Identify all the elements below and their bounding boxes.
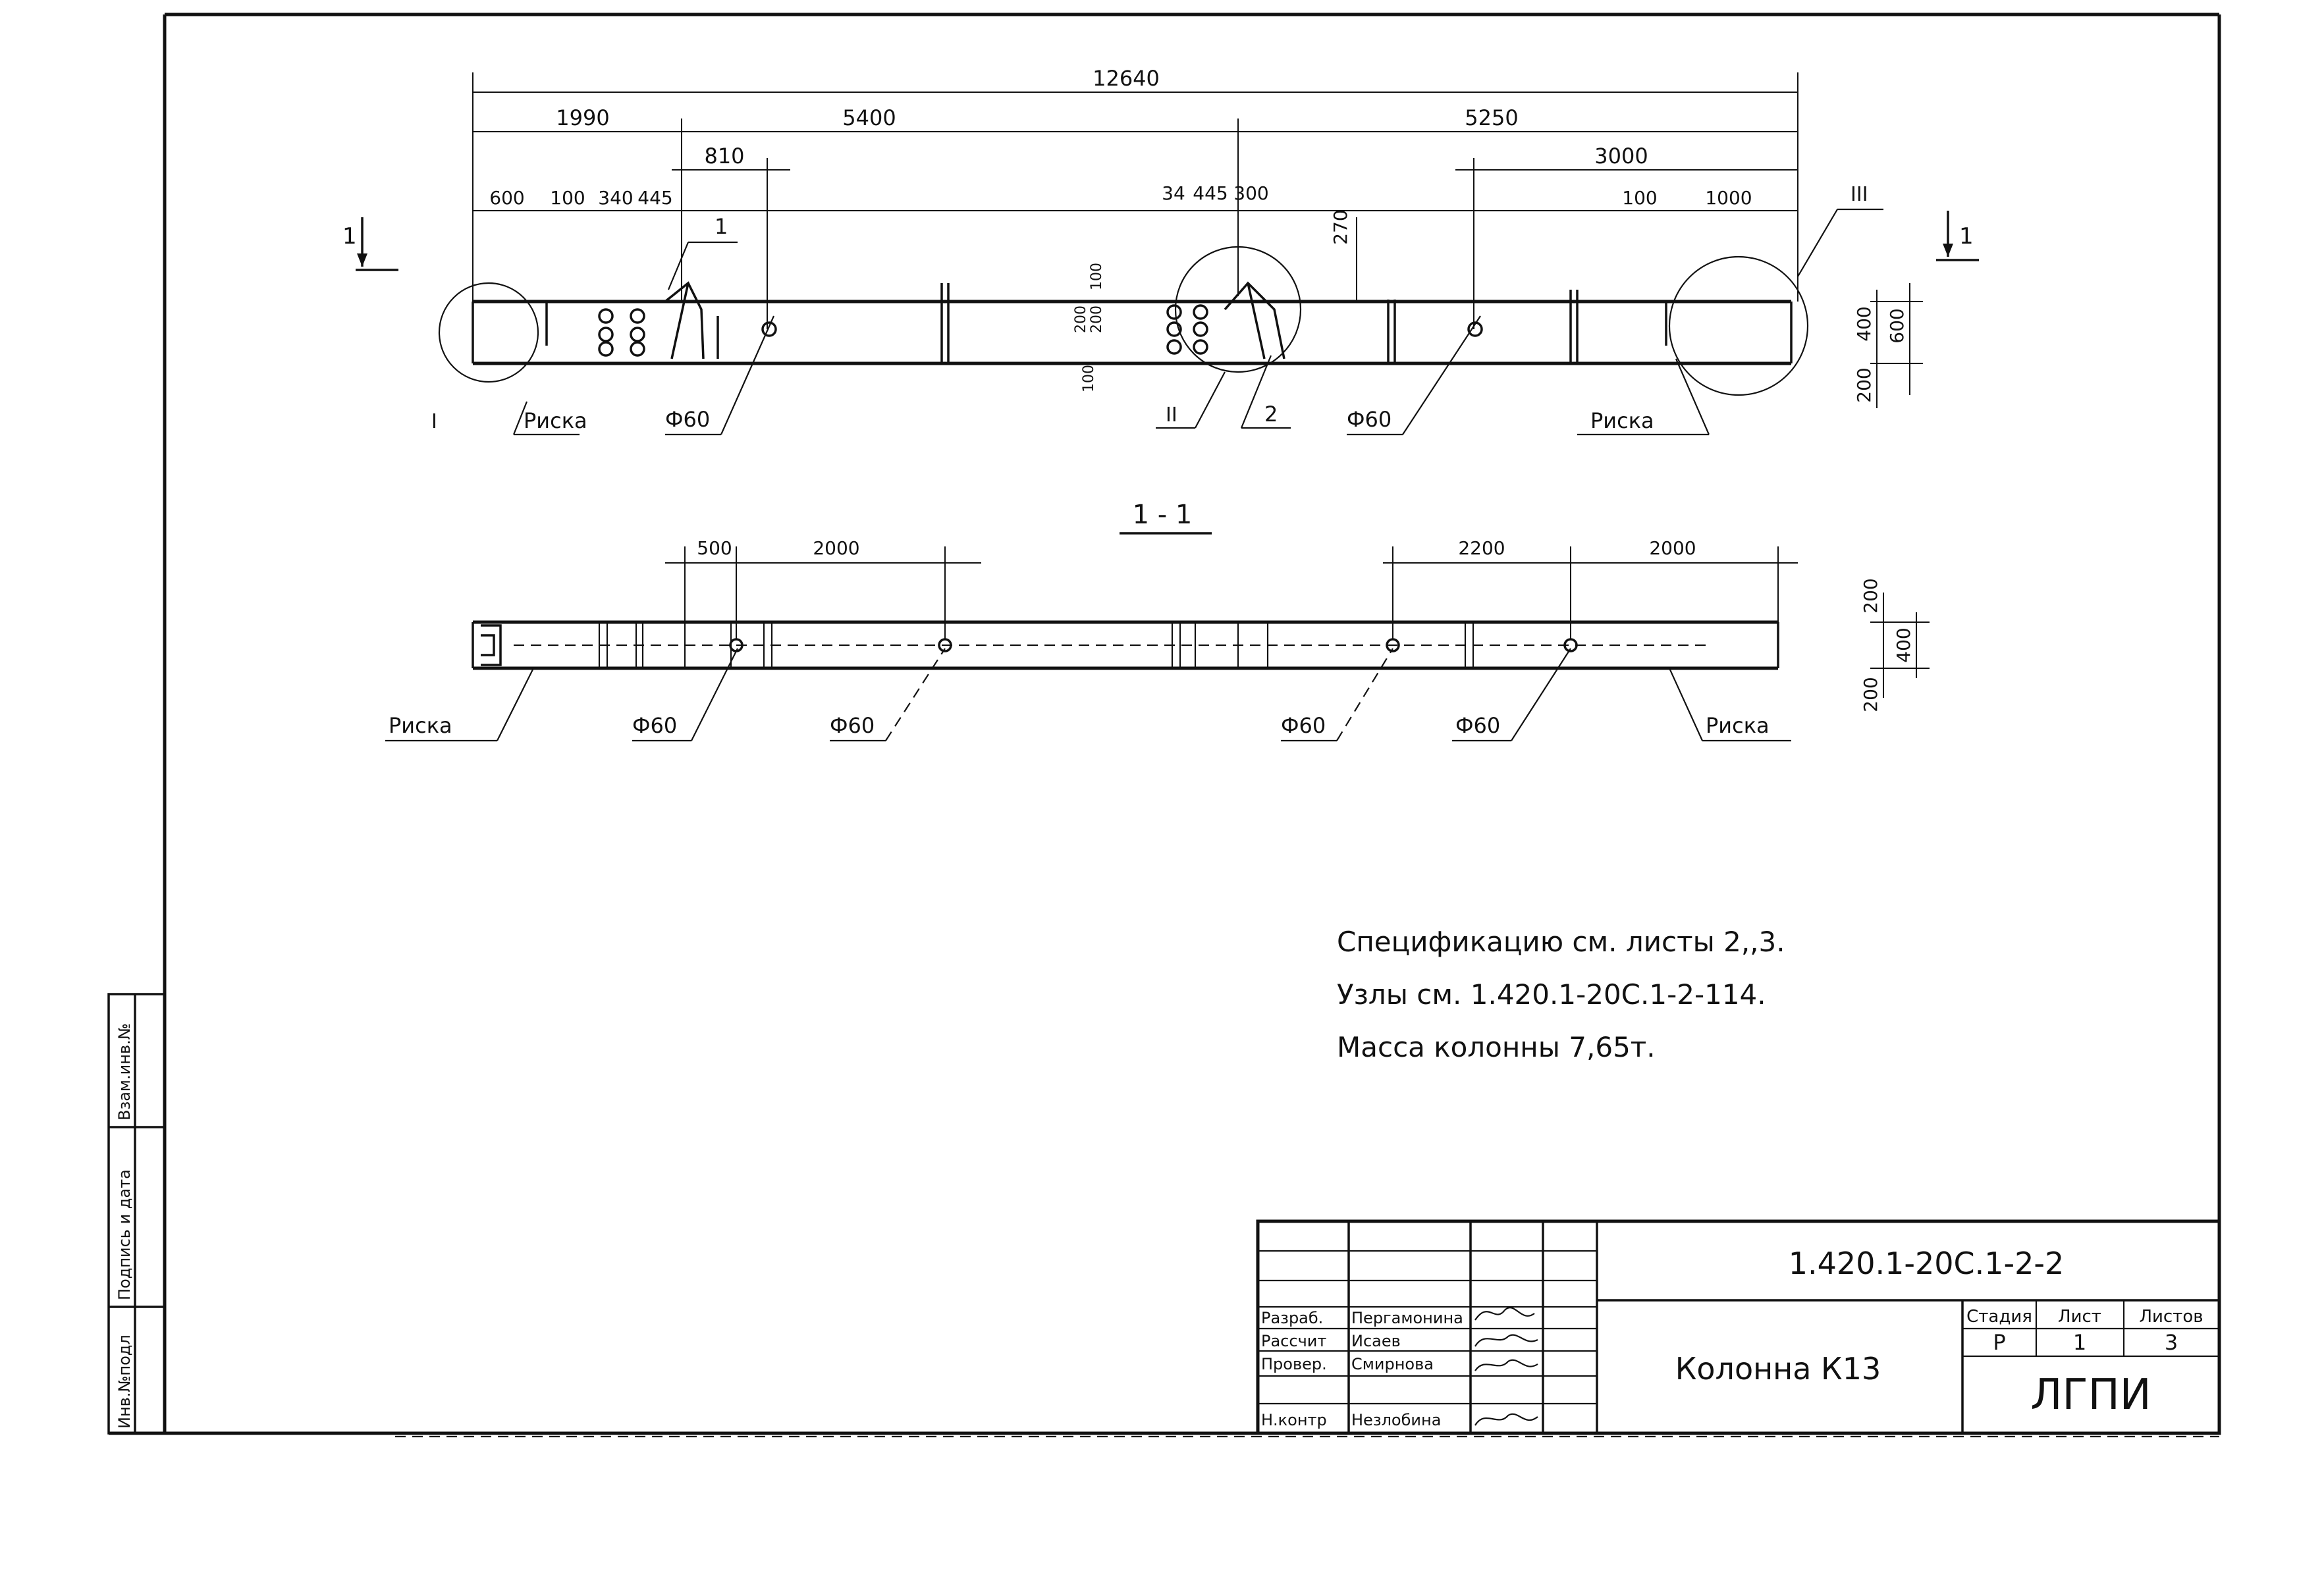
plan-dim-12640: 12640 [1093,66,1160,91]
section-mark-right: 1 [1936,211,1979,261]
section-mark-left: 1 [342,217,398,271]
role-checked: Провер. [1261,1355,1327,1373]
plan-dim-v-200-b: 200 [1089,305,1105,333]
section-leaders: Риска Риска Ф60 Ф60 Ф60 Ф60 [385,648,1791,742]
section-dim-2000-left: 2000 [813,537,859,559]
role-calculated: Рассчит [1261,1332,1326,1350]
title-block-org: ЛГПИ [2030,1371,2151,1419]
section-dim-200-top: 200 [1860,578,1881,613]
section-mark-left-number: 1 [342,223,357,250]
title-block-sheet-header: Лист [2058,1307,2101,1327]
plan-dim-100-right: 100 [1622,187,1657,209]
section-dim-2000-right: 2000 [1649,537,1696,559]
section-hole-f60-3: Ф60 [1281,713,1326,738]
plan-dim-100-left: 100 [550,187,585,209]
section-hole-f60-4: Ф60 [1455,713,1500,738]
title-block: 1.420.1-20С.1-2-2 Колонна К13 ЛГПИ Стади… [1256,1219,2221,1435]
note-mass: Масса колонны 7,65т. [1337,1031,1656,1063]
plan-riska-right: Риска [1590,408,1654,433]
plan-leaders: 1 2 I II III Риска Риска Ф60 Ф60 [431,183,1883,436]
node-mark-I: I [431,410,437,433]
note-nodes: Узлы см. 1.420.1-20С.1-2-114. [1337,978,1766,1011]
name-norm-control: Незлобина [1351,1411,1441,1429]
plan-dim-1000-right: 1000 [1705,187,1752,209]
signature-developer [1474,1307,1535,1321]
signature-norm-control [1474,1413,1538,1426]
plan-dim-445-mid: 445 [1193,182,1228,204]
title-block-sheet-value: 1 [2073,1330,2086,1355]
section-hole-f60-1: Ф60 [632,713,677,738]
name-checked: Смирнова [1351,1355,1434,1373]
leader-label-1: 1 [715,214,728,239]
plan-dim-34-mid: 34 [1162,182,1185,204]
section-hole-f60-2: Ф60 [830,713,875,738]
plan-dim-400: 400 [1853,306,1875,341]
section-dim-400: 400 [1893,627,1914,662]
plan-dim-300-mid: 300 [1233,182,1268,204]
section-dim-500: 500 [697,537,732,559]
title-block-name: Колонна К13 [1675,1351,1881,1387]
role-developer: Разраб. [1261,1309,1323,1327]
title-block-stage-header: Стадия [1966,1307,2032,1327]
side-stamp: Инв.№подл Подпись и дата Взам.инв.№ [107,993,166,1435]
plan-dim-v-100-bottom: 100 [1081,365,1097,392]
plan-hole-f60-right: Ф60 [1347,407,1392,432]
section-column-outline [472,620,1779,670]
notes-block: Спецификацию см. листы 2,,3. Узлы см. 1.… [1337,926,1785,1063]
name-developer: Пергамонина [1351,1309,1463,1327]
plan-view: 12640 1990 5400 5250 810 3000 600 100 34… [342,66,1979,436]
plan-dimension-lines [472,72,1923,408]
signature-calculated [1474,1334,1538,1347]
title-block-code: 1.420.1-20С.1-2-2 [1789,1246,2064,1281]
plan-dim-1990: 1990 [556,105,609,130]
plan-dim-3000: 3000 [1594,144,1648,169]
node-mark-II: II [1166,404,1177,427]
section-view: 1 - 1 [385,500,1930,742]
plan-dim-600: 600 [489,187,524,209]
side-stamp-inv-label: Инв.№подл [115,1335,134,1429]
section-dim-200-bottom: 200 [1860,677,1881,712]
plan-riska-left: Риска [524,408,587,433]
plan-dim-340-left: 340 [598,187,633,209]
role-norm-control: Н.контр [1261,1411,1327,1429]
title-block-sheets-value: 3 [2165,1330,2178,1355]
section-riska-left: Риска [389,713,452,738]
plan-hole-f60-left: Ф60 [665,407,710,432]
plan-dim-270: 270 [1330,209,1351,244]
signature-checked [1474,1359,1538,1371]
plan-dim-200: 200 [1853,367,1875,402]
plan-dim-5250: 5250 [1465,105,1518,130]
side-stamp-signature-label: Подпись и дата [115,1169,134,1300]
section-riska-right: Риска [1706,713,1770,738]
plan-dim-445-left: 445 [637,187,672,209]
title-block-stage-value: Р [1993,1330,2005,1355]
note-specification: Спецификацию см. листы 2,,3. [1337,926,1785,958]
plan-dim-v-200-a: 200 [1073,305,1089,333]
plan-dim-600-right: 600 [1886,308,1908,343]
title-block-sheets-header: Листов [2139,1307,2203,1327]
plan-dim-v-100-top: 100 [1089,263,1105,290]
section-title: 1 - 1 [1133,500,1193,530]
name-calculated: Исаев [1351,1332,1401,1350]
section-mark-right-number: 1 [1959,223,1974,250]
section-dim-2200: 2200 [1458,537,1505,559]
leader-label-2: 2 [1264,402,1278,427]
node-mark-III: III [1851,183,1868,206]
plan-dim-5400: 5400 [842,105,896,130]
side-stamp-replace-label: Взам.инв.№ [115,1023,134,1121]
plan-dim-810: 810 [704,144,744,169]
section-dimension-lines [665,546,1930,698]
plan-column-outline [438,246,1809,396]
